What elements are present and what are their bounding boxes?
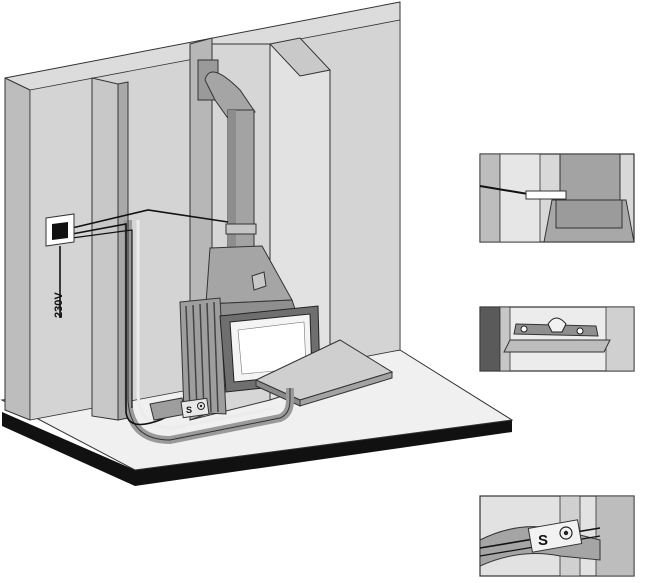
detail-floor-sensor: [479, 495, 635, 577]
left-cladding-panel: [91, 77, 129, 421]
control-unit: [45, 213, 75, 247]
temperature-sensor: [149, 397, 210, 421]
control-cables: [59, 209, 229, 426]
detail-mounting-clip: [479, 306, 635, 372]
detail-flue-sensor: [479, 153, 635, 243]
sensor-letter-main: S: [186, 405, 192, 415]
cable-conduit: [124, 220, 294, 445]
sensor-letter-detail: S: [538, 532, 548, 549]
flue-pipe: [197, 59, 257, 251]
voltage-label: 230V: [53, 292, 65, 318]
